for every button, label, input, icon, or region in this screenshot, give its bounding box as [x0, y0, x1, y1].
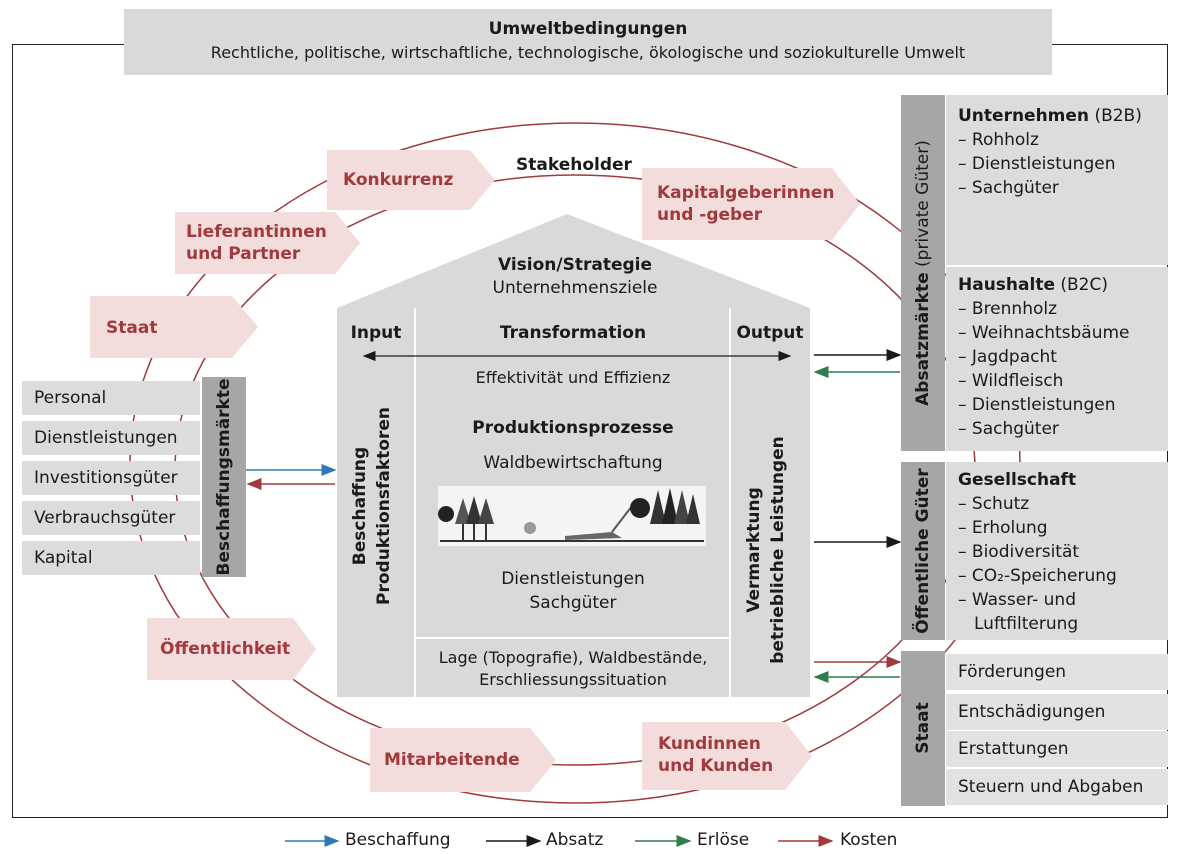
legend-kosten: Kosten	[840, 830, 898, 850]
state-item: Förderungen	[946, 654, 1168, 690]
procurement-pillar-label: Beschaffung Produktionsfaktoren	[350, 407, 394, 605]
staat-stakeholder-shape	[90, 296, 258, 358]
services-label: Dienstleistungen	[501, 569, 645, 589]
b2c-box	[946, 267, 1168, 451]
lieferanten-shape	[175, 212, 360, 274]
legend-absatz: Absatz	[546, 830, 604, 850]
forest-illustration-icon	[438, 486, 706, 546]
stakeholder-title: Stakeholder	[516, 155, 632, 175]
procurement-item: Dienstleistungen	[22, 421, 200, 455]
state-item: Steuern und Abgaben	[946, 769, 1168, 805]
stakeholder-staat: Staat	[106, 318, 158, 338]
procurement-markets-bar	[202, 377, 246, 577]
state-item: Erstattungen	[946, 731, 1168, 767]
stakeholder-kunden: Kundinnen und Kunden	[658, 734, 774, 776]
public-goods-label: Öffentliche Güter	[913, 468, 933, 634]
location-line2: Erschliessungssituation	[479, 670, 667, 689]
forest-management-label: Waldbewirtschaftung	[483, 453, 663, 473]
input-label: Input	[350, 323, 402, 343]
legend-erloese: Erlöse	[697, 830, 750, 850]
location-line1: Lage (Topografie), Waldbestände,	[438, 648, 708, 667]
stakeholder-lieferanten: Lieferantinnen und Partner	[186, 222, 327, 264]
output-label: Output	[736, 323, 804, 343]
goals-label: Unternehmensziele	[492, 278, 658, 298]
state-label: Staat	[913, 702, 933, 754]
sales-markets-label: Absatzmärkte (private Güter)	[913, 140, 933, 406]
goods-label: Sachgüter	[529, 593, 617, 613]
stakeholder-kapitalgeber: Kapitalgeberinnen und -geber	[657, 183, 835, 225]
effectiveness-label: Effektivität und Effizienz	[475, 368, 671, 387]
kapitalgeber-shape	[642, 168, 860, 240]
b2b-box	[946, 95, 1168, 265]
kunden-shape	[642, 722, 812, 790]
procurement-item: Verbrauchsgüter	[22, 501, 200, 535]
konkurrenz-shape	[327, 150, 495, 210]
house-roof	[337, 214, 810, 308]
stakeholder-mitarbeitende: Mitarbeitende	[384, 750, 520, 770]
public-goods-list: Gesellschaft – Schutz – Erholung – Biodi…	[958, 470, 1117, 634]
oeffentlichkeit-shape	[147, 618, 316, 680]
mitarbeitende-shape	[370, 728, 556, 792]
stakeholder-oeffentlichkeit: Öffentlichkeit	[160, 639, 291, 659]
sales-markets-bar	[901, 95, 945, 451]
environment-title: Umweltbedingungen	[488, 19, 688, 39]
environment-box: Umweltbedingungen Rechtliche, politische…	[124, 9, 1052, 75]
legend-beschaffung: Beschaffung	[345, 830, 451, 850]
public-goods-bar	[901, 462, 945, 640]
state-bar	[901, 651, 945, 806]
procurement-item: Investitionsgüter	[22, 461, 200, 495]
procurement-item: Personal	[22, 381, 200, 415]
transformation-label: Transformation	[499, 323, 647, 343]
stakeholder-konkurrenz: Konkurrenz	[343, 170, 454, 190]
environment-subtitle: Rechtliche, politische, wirtschaftliche,…	[210, 43, 966, 62]
public-goods-box	[946, 462, 1168, 640]
b2c-list: Haushalte (B2C) – Brennholz – Weihnachts…	[958, 275, 1130, 439]
b2b-list: Unternehmen (B2B) – Rohholz – Dienstleis…	[958, 106, 1142, 198]
vision-label: Vision/Strategie	[497, 255, 653, 275]
procurement-markets-label: Beschaffungsmärkte	[214, 378, 234, 576]
marketing-pillar-label: Vermarktung betriebliche Leistungen	[744, 436, 788, 664]
procurement-item: Kapital	[22, 541, 200, 575]
state-item: Entschädigungen	[946, 694, 1168, 730]
processes-label: Produktionsprozesse	[472, 418, 674, 438]
